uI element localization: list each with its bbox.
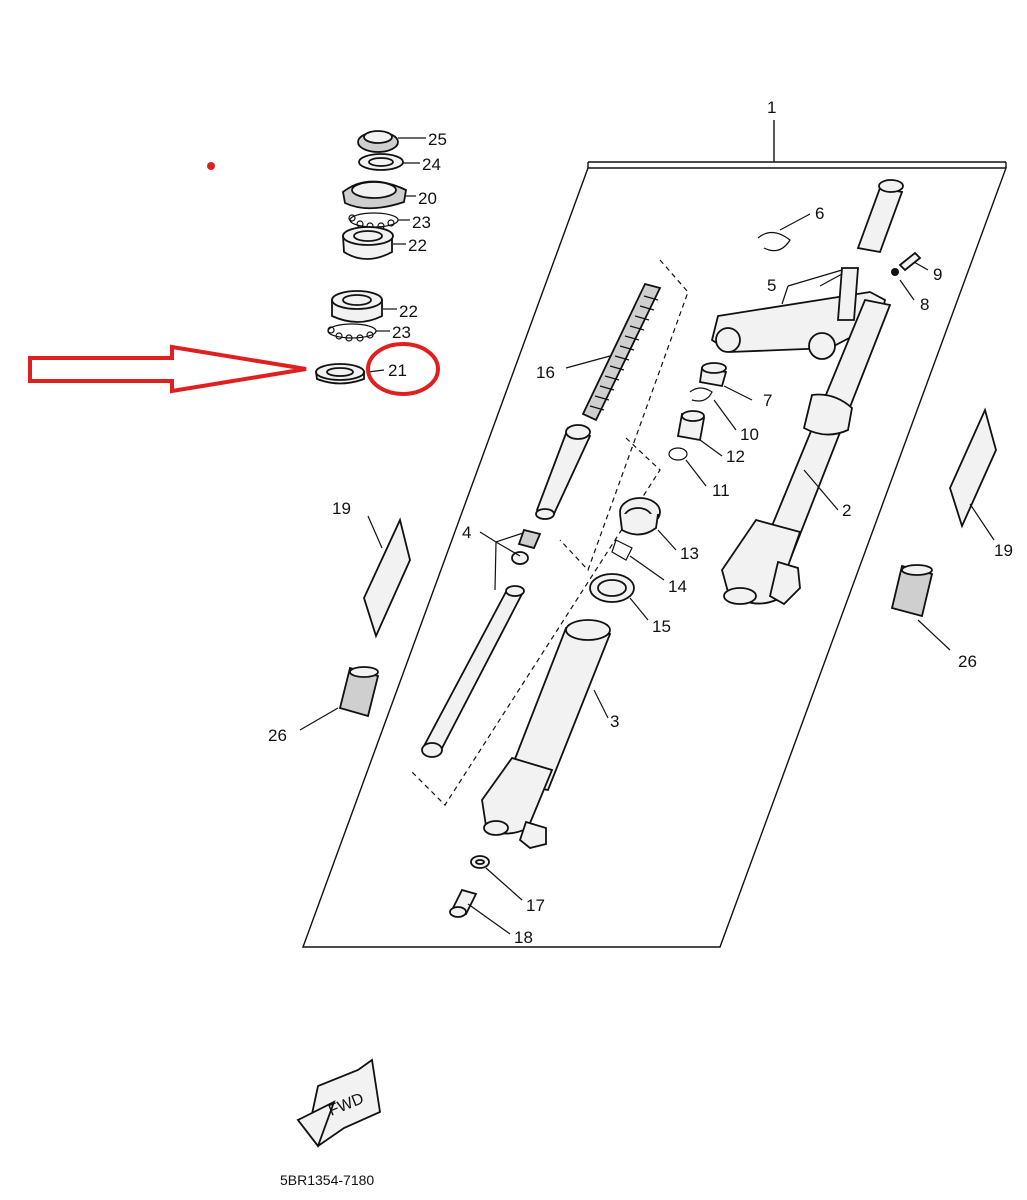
steering-head-stack [314,130,426,385]
callout-17: 17 [526,896,545,915]
callout-8: 8 [920,295,929,314]
shim-26-right [890,564,934,618]
callout-24: 24 [422,155,441,174]
diagram-part-code: 5BR1354-7180 [280,1172,374,1188]
fork-spring-16 [581,282,662,422]
callout-23-bottom: 23 [392,323,411,342]
leader-lines [299,213,995,935]
callout-numbers: 1 2 3 4 5 6 7 8 9 10 11 12 13 14 15 16 1… [268,98,1013,947]
label-sheet-19-right [949,407,997,529]
callout-14: 14 [668,577,687,596]
callout-18: 18 [514,928,533,947]
callout-22-top: 22 [408,236,427,255]
callout-22-bottom: 22 [399,302,418,321]
washer-8 [891,268,899,276]
highlight-arrow [28,344,307,394]
washer-17 [470,855,490,869]
callout-10: 10 [740,425,759,444]
bearing-cover-20 [342,180,407,210]
o-ring-11 [668,447,688,461]
callout-15: 15 [652,617,671,636]
cap-7 [698,362,728,388]
oil-seal-13 [619,497,661,536]
damper-rod-4 [421,424,592,758]
ball-bearing-23-bottom [327,323,377,342]
shim-26-left [338,666,380,718]
circlip-6 [757,231,791,252]
assembly-frame [301,167,1008,948]
damper-assembly-outline [409,259,689,806]
bearing-race-22-bottom [331,290,383,323]
label-sheet-19-left [363,517,411,639]
callout-9: 9 [933,265,942,284]
fork-bracket-5 [710,267,887,360]
washer-24 [358,153,404,171]
callout-6: 6 [815,204,824,223]
callout-20: 20 [418,189,437,208]
plug-12 [676,410,706,442]
callout-26-right: 26 [958,652,977,671]
callout-5: 5 [767,276,776,295]
callout-12: 12 [726,447,745,466]
callout-21: 21 [388,361,407,380]
ring-nut-25 [357,130,399,153]
highlight-circle [366,342,440,396]
forward-direction-arrow: FWD [296,1058,381,1148]
dust-seal-21 [314,363,365,385]
circlip-10 [689,387,713,402]
callout-16: 16 [536,363,555,382]
bolt-9 [898,251,922,272]
callout-4: 4 [462,523,471,542]
bolt-18 [449,888,478,918]
callout-3: 3 [610,712,619,731]
callout-19-right: 19 [994,541,1013,560]
callout-2: 2 [842,501,851,520]
clip-14 [611,539,633,561]
callout-19-left: 19 [332,499,351,518]
callout-1: 1 [767,98,776,117]
callout-26-left: 26 [268,726,287,745]
callout-25: 25 [428,130,447,149]
dust-seal-15 [589,573,635,603]
leader-4 [479,531,524,591]
outer-tube-2 [721,298,892,606]
callout-23-top: 23 [412,213,431,232]
bracket-1 [587,120,1007,168]
bearing-race-22-top [342,226,394,260]
fork-tube-top [856,179,904,254]
outer-tube-3 [481,619,612,849]
callout-7: 7 [763,391,772,410]
callout-13: 13 [680,544,699,563]
red-dot [207,162,215,170]
callout-11: 11 [712,481,730,500]
